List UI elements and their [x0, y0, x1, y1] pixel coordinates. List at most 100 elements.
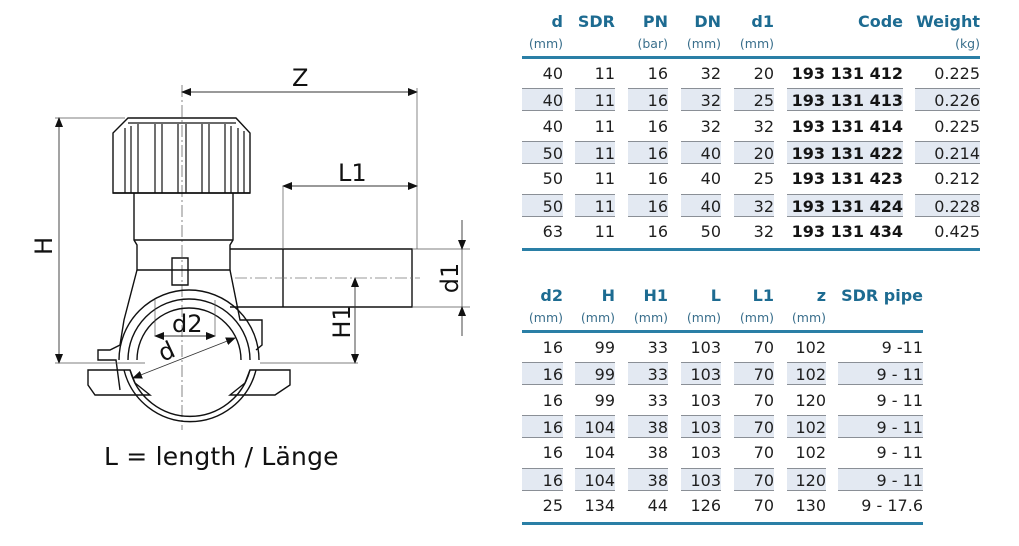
table-cell: 16	[647, 169, 668, 189]
column-header: H1	[643, 286, 668, 305]
table-cell: 11	[594, 116, 615, 136]
table-cell: 102	[795, 338, 826, 357]
table-cell: 50	[522, 193, 563, 217]
table-cell: 0.212	[934, 169, 980, 189]
table-cell: 16	[542, 390, 563, 410]
table-cell: 50	[700, 221, 721, 241]
footer-rule	[522, 248, 980, 252]
table-cell: 9 - 17.6	[861, 495, 923, 515]
table-cell: 16	[522, 414, 563, 438]
table-cell: 104	[575, 467, 615, 491]
table-cell: 120	[787, 467, 826, 491]
table-cell: 0.225	[934, 116, 980, 136]
column-header: d	[551, 12, 563, 31]
column-header: DN	[694, 12, 721, 31]
table-cell: 40	[522, 88, 563, 112]
column-unit: (bar)	[637, 36, 669, 51]
table-cell: 16	[647, 64, 668, 83]
table-cell: 0.214	[915, 140, 980, 164]
table-cell: 33	[647, 338, 668, 357]
column-unit: (mm)	[739, 36, 774, 51]
table-cell: 32	[753, 116, 774, 136]
table-cell: 102	[795, 443, 826, 463]
dim-label-d1: d1	[436, 263, 464, 294]
table-cell: 11	[594, 221, 615, 241]
table-cell: 50	[522, 140, 563, 164]
table-cell: 0.228	[915, 193, 980, 217]
table-cell: 0.225	[934, 64, 980, 83]
table-cell: 40	[542, 64, 563, 83]
column-unit: (mm)	[739, 310, 774, 325]
column-unit: (mm)	[686, 310, 721, 325]
table-cell: 102	[787, 362, 826, 386]
table-cell: 25	[734, 88, 774, 112]
column-header: PN	[642, 12, 668, 31]
table-cell: 11	[575, 193, 615, 217]
column-unit: (kg)	[955, 36, 980, 51]
footer-rule	[522, 522, 923, 526]
table-cell: 99	[594, 338, 615, 357]
column-unit: (mm)	[580, 310, 615, 325]
table-cell: 32	[734, 193, 774, 217]
table-cell: 9 - 11	[838, 414, 923, 438]
table-cell: 134	[584, 495, 615, 515]
column-unit: (mm)	[528, 36, 563, 51]
column-header: SDR	[577, 12, 615, 31]
column-header: Weight	[916, 12, 980, 31]
table-cell: 193 131 422	[787, 140, 903, 164]
table-cell: 70	[753, 338, 774, 357]
table-cell: 16	[542, 338, 563, 357]
table-cell: 16	[628, 88, 668, 112]
table-cell: 126	[690, 495, 721, 515]
table-cell: 193 131 414	[791, 116, 903, 136]
table-cell: 130	[795, 495, 826, 515]
table-cell: 99	[594, 390, 615, 410]
column-header: Code	[857, 12, 903, 31]
table-cell: 103	[690, 390, 721, 410]
table-cell: 70	[753, 495, 774, 515]
table-cell: 9 - 11	[838, 467, 923, 491]
table-cell: 193 131 423	[791, 169, 903, 189]
table-cell: 193 131 424	[787, 193, 903, 217]
header-rule	[522, 330, 923, 333]
table-cell: 103	[681, 467, 721, 491]
column-header: d1	[751, 12, 774, 31]
column-unit: (mm)	[528, 310, 563, 325]
table-cell: 40	[700, 169, 721, 189]
drawing-caption: L = length / Länge	[104, 442, 339, 471]
table-cell: 32	[753, 221, 774, 241]
table-cell: 11	[594, 169, 615, 189]
dim-label-d: d	[154, 336, 180, 368]
column-unit: (mm)	[686, 36, 721, 51]
column-header: L1	[752, 286, 774, 305]
table-cell: 38	[628, 414, 668, 438]
table-cell: 16	[542, 443, 563, 463]
table-cell: 20	[734, 140, 774, 164]
table-cell: 103	[690, 443, 721, 463]
column-header: L	[710, 286, 721, 305]
table-cell: 32	[681, 88, 721, 112]
column-unit: (mm)	[633, 310, 668, 325]
column-unit: (mm)	[791, 310, 826, 325]
table-cell: 38	[647, 443, 668, 463]
table-cell: 9 -11	[881, 338, 923, 357]
table-cell: 33	[647, 390, 668, 410]
dim-label-h1: H1	[328, 305, 356, 338]
technical-drawing: Z L1 H d1 H1 d2 d	[30, 64, 470, 430]
table-cell: 99	[575, 362, 615, 386]
table-cell: 11	[594, 64, 615, 83]
table-cell: 70	[734, 467, 774, 491]
table-cell: 40	[681, 193, 721, 217]
table-cell: 40	[542, 116, 563, 136]
table-cell: 40	[681, 140, 721, 164]
table-cell: 32	[700, 116, 721, 136]
table-cell: 11	[575, 88, 615, 112]
table-cell: 63	[542, 221, 563, 241]
table-cell: 120	[795, 390, 826, 410]
table-cell: 11	[575, 140, 615, 164]
table-cell: 25	[542, 495, 563, 515]
table-cell: 193 131 413	[787, 88, 903, 112]
dim-label-h: H	[30, 237, 58, 255]
table-cell: 102	[787, 414, 826, 438]
column-header: d2	[540, 286, 563, 305]
